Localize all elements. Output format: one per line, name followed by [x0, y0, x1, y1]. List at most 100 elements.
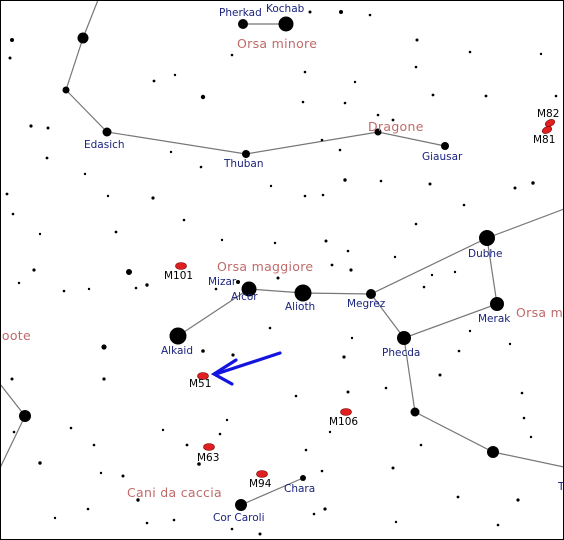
field-star: [522, 416, 526, 420]
field-star: [342, 355, 346, 359]
field-star: [200, 94, 206, 100]
line-big-dipper-handle: [177, 288, 372, 337]
field-star: [323, 507, 327, 511]
field-star: [230, 53, 234, 57]
star-ursa-major-leg-1: [410, 407, 420, 417]
field-star: [268, 326, 272, 330]
field-star: [53, 516, 57, 520]
field-star: [102, 377, 106, 381]
field-star: [303, 194, 307, 198]
label-alkaid: Alkaid: [161, 345, 193, 357]
field-star: [86, 507, 90, 511]
field-star: [136, 498, 140, 502]
label-m94: M94: [249, 478, 272, 490]
field-star: [17, 281, 21, 285]
star-labels: Pherkad Kochab Edasich Thuban Giausar Du…: [84, 3, 511, 524]
field-star: [422, 285, 426, 289]
label-alioth: Alioth: [285, 301, 315, 313]
field-star: [231, 353, 235, 357]
field-star: [393, 255, 397, 259]
label-m101: M101: [164, 270, 193, 282]
field-star: [379, 179, 383, 183]
field-star: [320, 138, 324, 142]
field-star: [161, 428, 165, 432]
field-star: [92, 443, 96, 447]
galaxies: [175, 119, 556, 478]
field-star: [456, 495, 460, 499]
label-boote: Boote: [0, 328, 31, 343]
field-star: [301, 100, 305, 104]
field-star: [428, 182, 432, 186]
field-star: [106, 194, 110, 198]
field-star: [520, 391, 524, 395]
field-star: [328, 430, 332, 434]
galaxy-labels: M82 M81 M101 M51 M106 M63 M94: [164, 108, 559, 490]
field-star: [169, 150, 173, 154]
field-star: [145, 521, 149, 525]
galaxy-m106: [340, 408, 352, 416]
star-chara: [300, 475, 306, 481]
pointer-arrow: [210, 351, 282, 386]
field-star: [415, 38, 419, 42]
line-canes-venatici: [240, 477, 304, 506]
star-alkaid: [169, 327, 187, 345]
field-star: [457, 349, 461, 353]
galaxy-m101: [175, 262, 187, 270]
label-edasich: Edasich: [84, 139, 125, 151]
field-star: [134, 286, 138, 290]
star-giausar: [441, 142, 449, 150]
field-star: [554, 94, 558, 98]
star-alcor: [236, 280, 240, 284]
field-star: [269, 184, 273, 188]
field-star: [145, 283, 149, 287]
field-star: [320, 469, 324, 473]
field-star: [394, 520, 398, 524]
star-merak: [490, 297, 504, 311]
label-phecda: Phecda: [382, 347, 420, 359]
field-star: [225, 418, 229, 422]
edge-label-t: T: [557, 481, 564, 493]
star-edasich: [102, 127, 112, 137]
field-star: [516, 498, 520, 502]
field-stars: [5, 10, 558, 536]
star-dubhe: [479, 230, 495, 246]
field-star: [419, 443, 423, 447]
field-star: [350, 336, 354, 340]
galaxy-m63: [203, 443, 215, 451]
field-star: [220, 238, 224, 242]
field-star: [343, 101, 347, 105]
field-star: [353, 80, 357, 84]
field-star: [508, 342, 512, 346]
field-star: [324, 239, 328, 243]
galaxy-m82: [544, 119, 556, 127]
field-star: [185, 443, 189, 447]
field-star: [438, 373, 442, 377]
line-bootes: [0, 383, 26, 417]
field-star: [304, 448, 308, 452]
label-kochab: Kochab: [266, 3, 305, 15]
label-pherkad: Pherkad: [219, 7, 262, 19]
field-star: [308, 10, 312, 14]
label-chara: Chara: [284, 483, 315, 495]
field-star: [172, 518, 176, 522]
label-m106: M106: [329, 416, 358, 428]
field-star: [321, 193, 325, 197]
field-star: [230, 527, 234, 531]
star-ursa-major-leg-2: [487, 446, 499, 458]
field-star: [11, 212, 15, 216]
field-star: [312, 512, 316, 516]
label-giausar: Giausar: [422, 151, 463, 163]
field-star: [173, 73, 177, 77]
label-alcor: Alcor: [231, 291, 258, 303]
field-star: [414, 222, 418, 226]
star-alioth: [294, 284, 312, 302]
field-star: [414, 65, 418, 69]
label-m63: M63: [197, 452, 219, 464]
field-star: [338, 148, 342, 152]
star-mizar: [241, 281, 257, 297]
field-star: [201, 349, 205, 353]
field-star: [8, 56, 12, 60]
field-star: [468, 50, 472, 54]
